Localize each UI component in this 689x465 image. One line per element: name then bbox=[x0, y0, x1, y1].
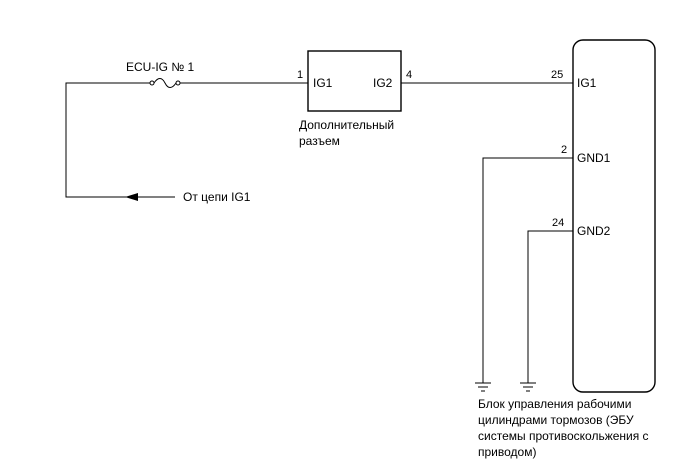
ecu-pin-terminal: GND1 bbox=[577, 151, 611, 165]
ground-icon bbox=[475, 382, 491, 392]
ecu-pin-terminal: GND2 bbox=[577, 224, 611, 238]
ecu-caption-line: Блок управления рабочими bbox=[478, 397, 631, 411]
connector-pin-out: 4 bbox=[406, 69, 412, 81]
fuse-icon bbox=[143, 78, 181, 88]
fuse-label: ECU-IG № 1 bbox=[126, 60, 195, 74]
brake-actuator-ecu bbox=[572, 39, 656, 393]
ecu-pin-terminal: IG1 bbox=[577, 76, 597, 90]
ecu-pin-number: 2 bbox=[561, 144, 567, 156]
ground-icon bbox=[520, 382, 536, 392]
ecu-caption-line: цилиндрами тормозов (ЭБУ bbox=[478, 413, 634, 427]
wire-gnd1 bbox=[482, 157, 573, 383]
source-label: От цепи IG1 bbox=[183, 190, 251, 204]
connector-terminal-out: IG2 bbox=[373, 76, 393, 90]
ecu-pin-number: 24 bbox=[552, 217, 564, 229]
connector-caption-line1: Дополнительный bbox=[299, 118, 394, 132]
ecu-caption-line: системы противоскольжения с bbox=[478, 429, 649, 443]
wire-gnd2 bbox=[527, 230, 573, 383]
wire-fuse-to-source bbox=[65, 82, 175, 198]
ecu-caption-line: приводом) bbox=[478, 445, 536, 459]
connector-caption-line2: разъем bbox=[299, 134, 340, 148]
source-arrow-icon bbox=[125, 193, 138, 201]
ecu-pin-number: 25 bbox=[551, 69, 563, 81]
connector-terminal-in: IG1 bbox=[313, 76, 333, 90]
connector-pin-in: 1 bbox=[297, 69, 303, 81]
additional-connector bbox=[307, 50, 402, 112]
